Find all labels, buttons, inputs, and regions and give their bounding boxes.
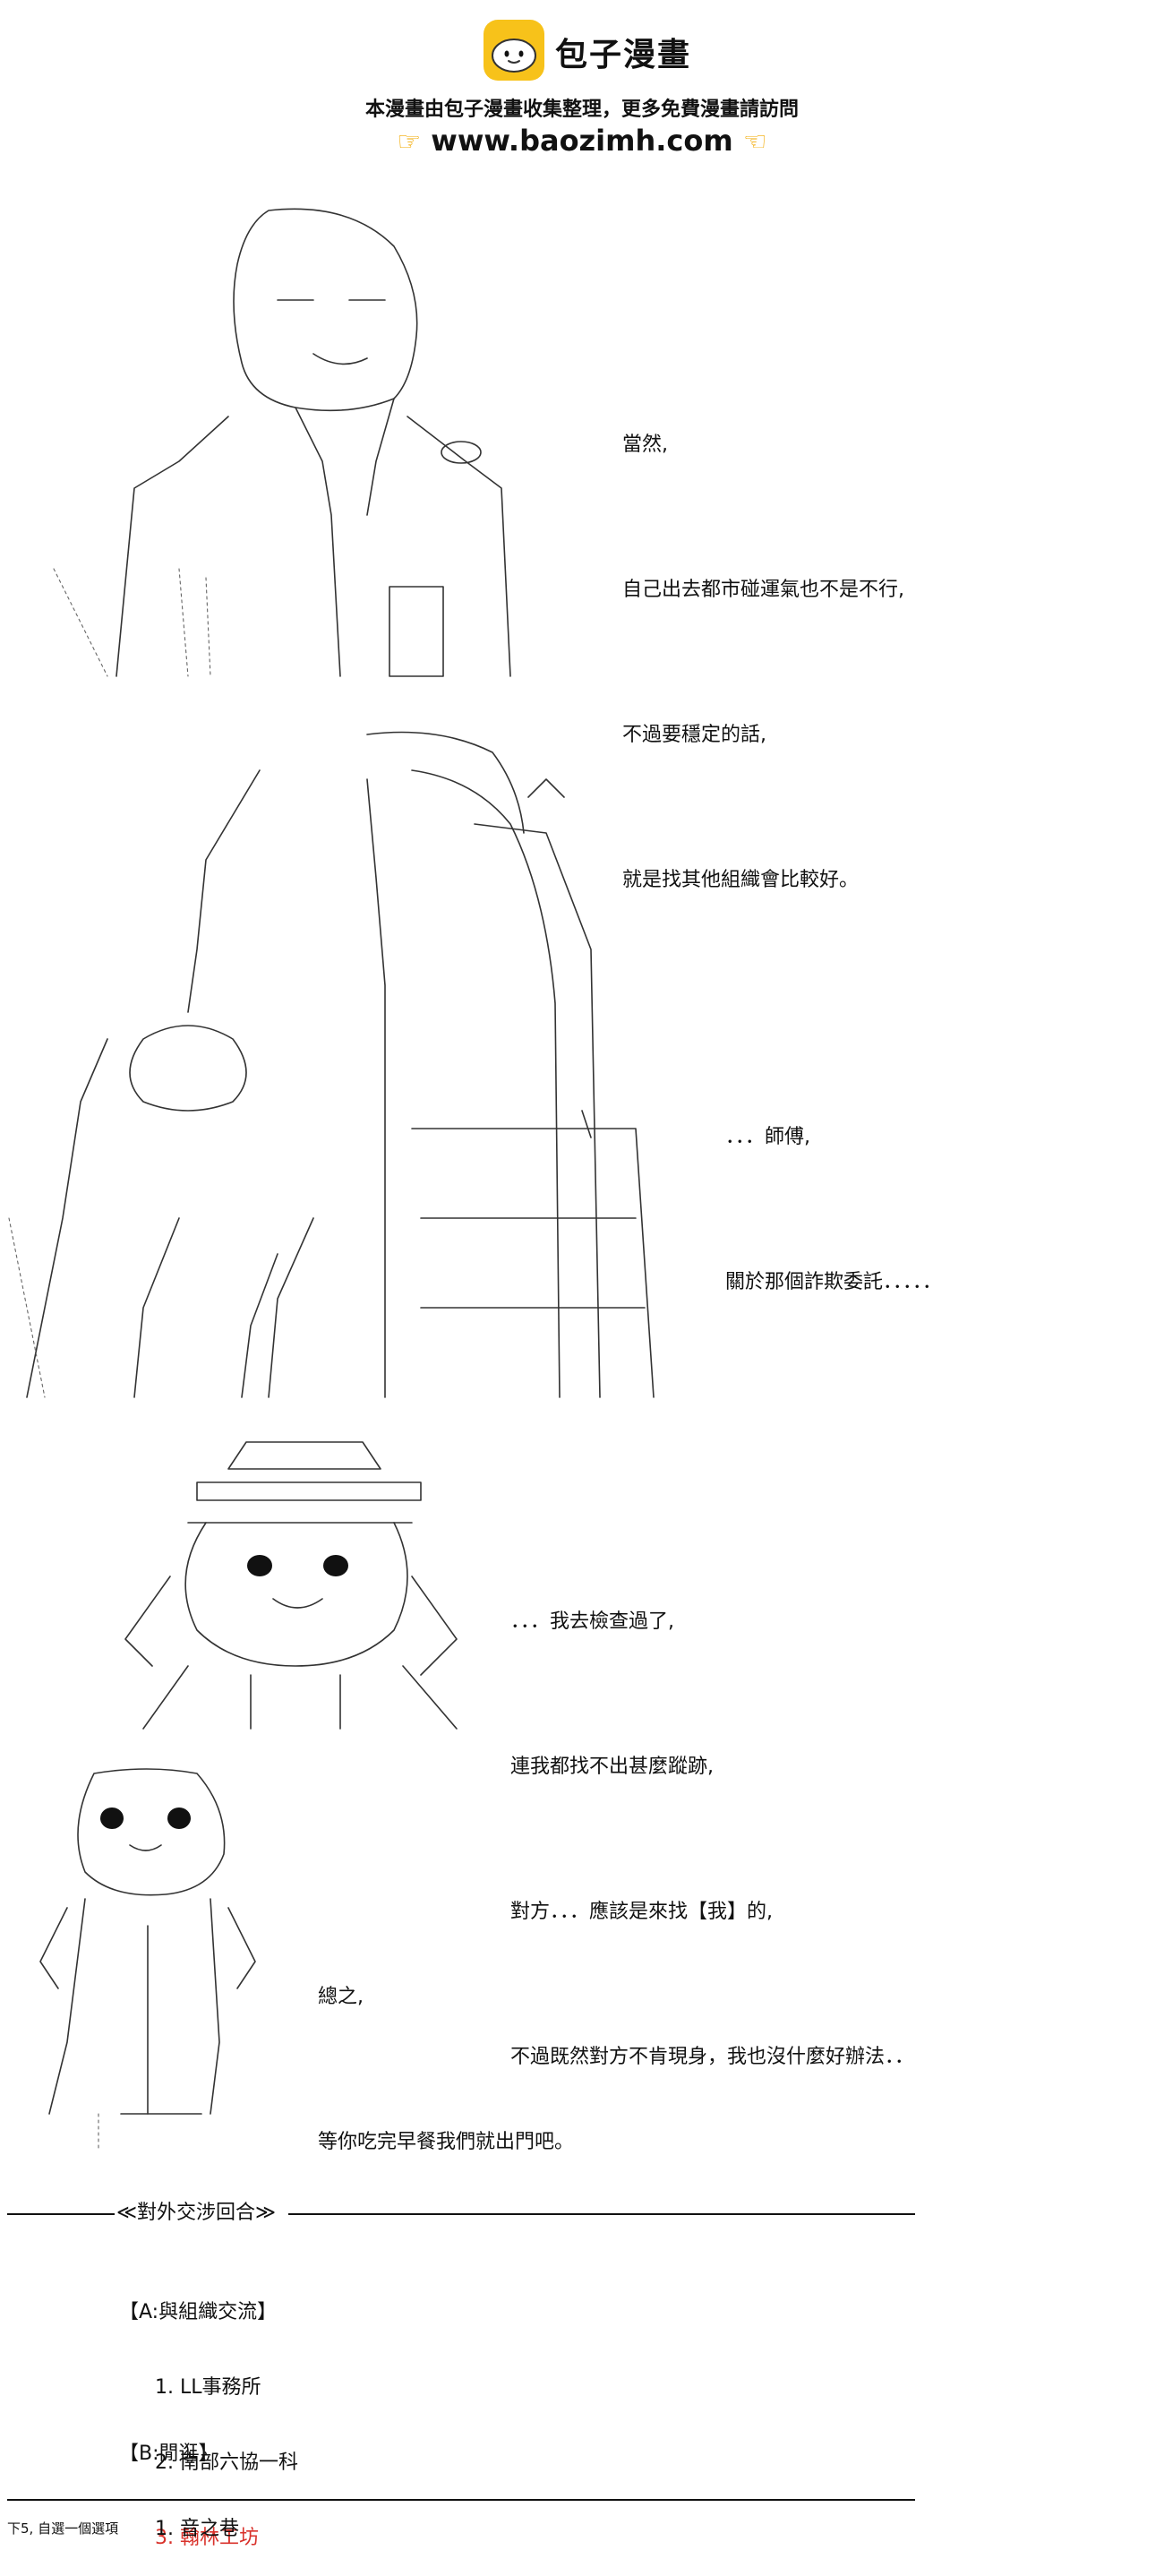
ascii-art-hat-character: [124, 1441, 458, 1730]
dialogue-line: 總之,: [318, 1986, 364, 2008]
option-group-label: 【B:閒逛】: [119, 2443, 218, 2465]
dialogue-line: ．．．師傅,: [725, 1126, 810, 1148]
dialogue-block-3: ．．．我去檢查過了, 連我都找不出甚麼蹤跡, 對方．．．應該是來找【我】的, 不…: [510, 1501, 914, 2130]
bun-face-icon: [492, 39, 536, 73]
dialogue-block-4: 總之, 等你吃完早餐我們就出門吧。: [318, 1876, 574, 2215]
section-rule-left: [7, 2213, 115, 2215]
dialogue-line: 不過既然對方不肯現身，我也沒什麼好辦法．．: [510, 2046, 915, 2068]
dialogue-line: 等你吃完早餐我們就出門吧。: [318, 2131, 575, 2153]
pointing-hand-icon: ☜: [742, 126, 767, 158]
option-group-b: 【B:閒逛】 1. 音之巷: [119, 2391, 239, 2567]
section-title: ≪對外交涉回合≫: [116, 2202, 277, 2224]
dialogue-line: 關於那個詐欺委託．．．．．: [725, 1271, 943, 1293]
dialogue-block-2: ．．．師傅, 關於那個詐欺委託．．．．．: [725, 1017, 942, 1355]
site-logo-text: 包子漫畫: [555, 37, 692, 73]
footer-rule: [7, 2499, 915, 2501]
dialogue-line: 就是找其他組織會比較好。: [622, 869, 860, 891]
dialogue-line: 對方．．．應該是來找【我】的,: [510, 1901, 773, 1923]
option-item-sound-alley[interactable]: 1. 音之巷: [155, 2518, 239, 2540]
dialogue-line: 連我都找不出甚麼蹤跡,: [510, 1756, 714, 1778]
site-subtitle: 本漫畫由包子漫畫收集整理，更多免費漫畫請訪問: [364, 99, 799, 121]
dialogue-line: 當然,: [622, 434, 668, 456]
site-logo[interactable]: [484, 20, 544, 81]
option-item-hanlin-workshop[interactable]: 3. 翰林工坊: [155, 2527, 259, 2549]
footer-note: 下5, 自選一個選項: [7, 2520, 119, 2537]
dialogue-line: 不過要穩定的話,: [622, 724, 766, 746]
ascii-art-crowd-scene: [8, 731, 655, 1398]
option-group-a: 【A:與組織交流】 1. LL事務所 2. 南部六協一科 3. 翰林工坊: [119, 2250, 298, 2576]
ascii-art-small-character: [39, 1768, 256, 2151]
dialogue-block-1: 當然, 自己出去都市碰運氣也不是不行, 不過要穩定的話, 就是找其他組織會比較好…: [622, 324, 904, 953]
option-item-ll-office[interactable]: 1. LL事務所: [155, 2376, 261, 2399]
section-rule-right: [288, 2213, 915, 2215]
dialogue-line: 自己出去都市碰運氣也不是不行,: [622, 579, 904, 601]
ascii-art-suited-man: [53, 208, 511, 677]
pointing-hand-icon: ☞: [397, 126, 422, 158]
site-url-row: ☞ www.baozimh.com ☜: [0, 124, 1164, 158]
option-item-southern-six[interactable]: 2. 南部六協一科: [155, 2451, 298, 2474]
dialogue-line: ．．．我去檢查過了,: [510, 1610, 674, 1633]
option-group-label: 【A:與組織交流】: [119, 2301, 278, 2323]
site-url-link[interactable]: www.baozimh.com: [431, 124, 733, 158]
